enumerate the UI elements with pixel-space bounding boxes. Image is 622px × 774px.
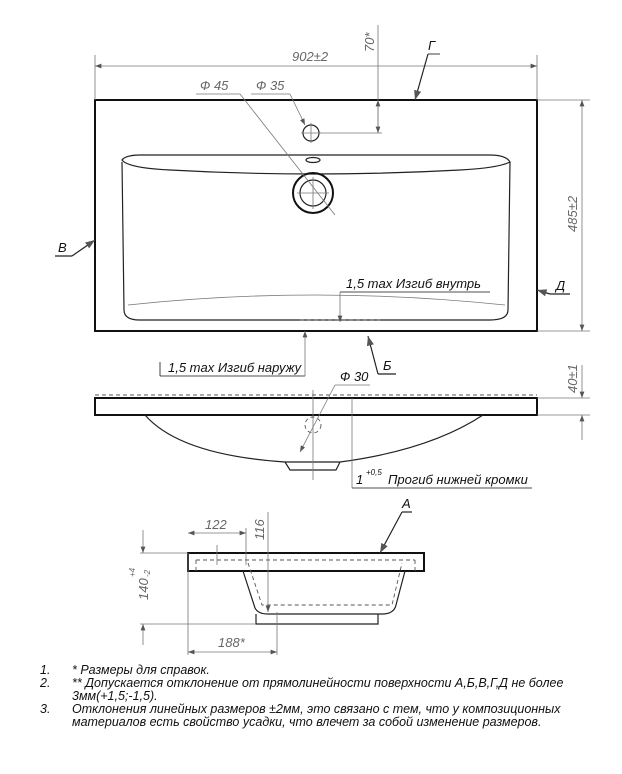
section-bowl bbox=[242, 570, 406, 615]
bend-inward-note: 1,5 max Изгиб внутрь bbox=[346, 276, 481, 291]
note-item: 3. Отклонения линейных размеров ±2мм, это… bbox=[40, 703, 610, 729]
top-view: 902±2 70* Ф 45 Ф 35 Г 485±2 В Д 1,5 max … bbox=[55, 25, 590, 377]
large-hole-dimension: Ф 45 bbox=[200, 78, 229, 93]
dimension-188: 188* bbox=[218, 635, 246, 650]
drain-outer bbox=[292, 172, 334, 214]
note-item: 1. * Размеры для справок. bbox=[40, 664, 610, 677]
note-text: ** Допускается отклонение от прямолинейн… bbox=[72, 676, 564, 703]
bowl-outline bbox=[121, 161, 511, 321]
note-text: Отклонения линейных размеров ±2мм, это с… bbox=[72, 702, 561, 729]
bowl-profile bbox=[144, 414, 484, 463]
note-text: * Размеры для справок. bbox=[72, 663, 210, 677]
small-hole-dimension: Ф 35 bbox=[256, 78, 285, 93]
dimension-140-tol-up: +4 bbox=[128, 567, 137, 577]
dimension-140: 140 bbox=[136, 578, 151, 600]
surface-label-g: Г bbox=[428, 38, 436, 53]
note-number: 2. bbox=[40, 676, 51, 690]
section-view: 122 116 140 +4 -2 188* A bbox=[128, 496, 425, 655]
width-dimension: 902±2 bbox=[292, 49, 329, 64]
note-number: 1. bbox=[40, 663, 51, 677]
front-view: Ф 30 1 +0,5 Прогиб нижней кромки 40±1 bbox=[94, 364, 590, 489]
surface-label-b: Б bbox=[383, 358, 392, 373]
offset-dimension: 70* bbox=[362, 32, 377, 52]
depth-dimension: 485±2 bbox=[565, 195, 580, 232]
section-slab bbox=[187, 552, 425, 572]
bend-outward-note: 1,5 max Изгиб наружу bbox=[168, 360, 303, 375]
dimension-140-tol-down: -2 bbox=[143, 569, 152, 577]
bowl-bottom-edge bbox=[127, 294, 506, 306]
note-item: 2. ** Допускается отклонение от прямолине… bbox=[40, 677, 610, 703]
sag-tolerance: +0,5 bbox=[366, 468, 382, 477]
countertop-outline bbox=[94, 99, 538, 332]
surface-label-v: В bbox=[58, 240, 67, 255]
front-slab bbox=[94, 397, 538, 416]
sag-value: 1 bbox=[356, 472, 363, 487]
drain-dimension: Ф 30 bbox=[340, 369, 369, 384]
dimension-116: 116 bbox=[252, 519, 267, 540]
overflow-hole bbox=[305, 156, 321, 164]
notes-list: 1. * Размеры для справок. 2. ** Допускаетс… bbox=[40, 664, 610, 729]
note-number: 3. bbox=[40, 702, 51, 716]
dimension-122: 122 bbox=[205, 517, 227, 532]
surface-label-d: Д bbox=[554, 278, 565, 293]
sag-note: Прогиб нижней кромки bbox=[388, 472, 528, 487]
surface-label-a: A bbox=[401, 496, 411, 511]
thickness-dimension: 40±1 bbox=[565, 364, 580, 393]
drain-tab bbox=[284, 461, 341, 471]
bowl-top-edge bbox=[121, 154, 511, 175]
